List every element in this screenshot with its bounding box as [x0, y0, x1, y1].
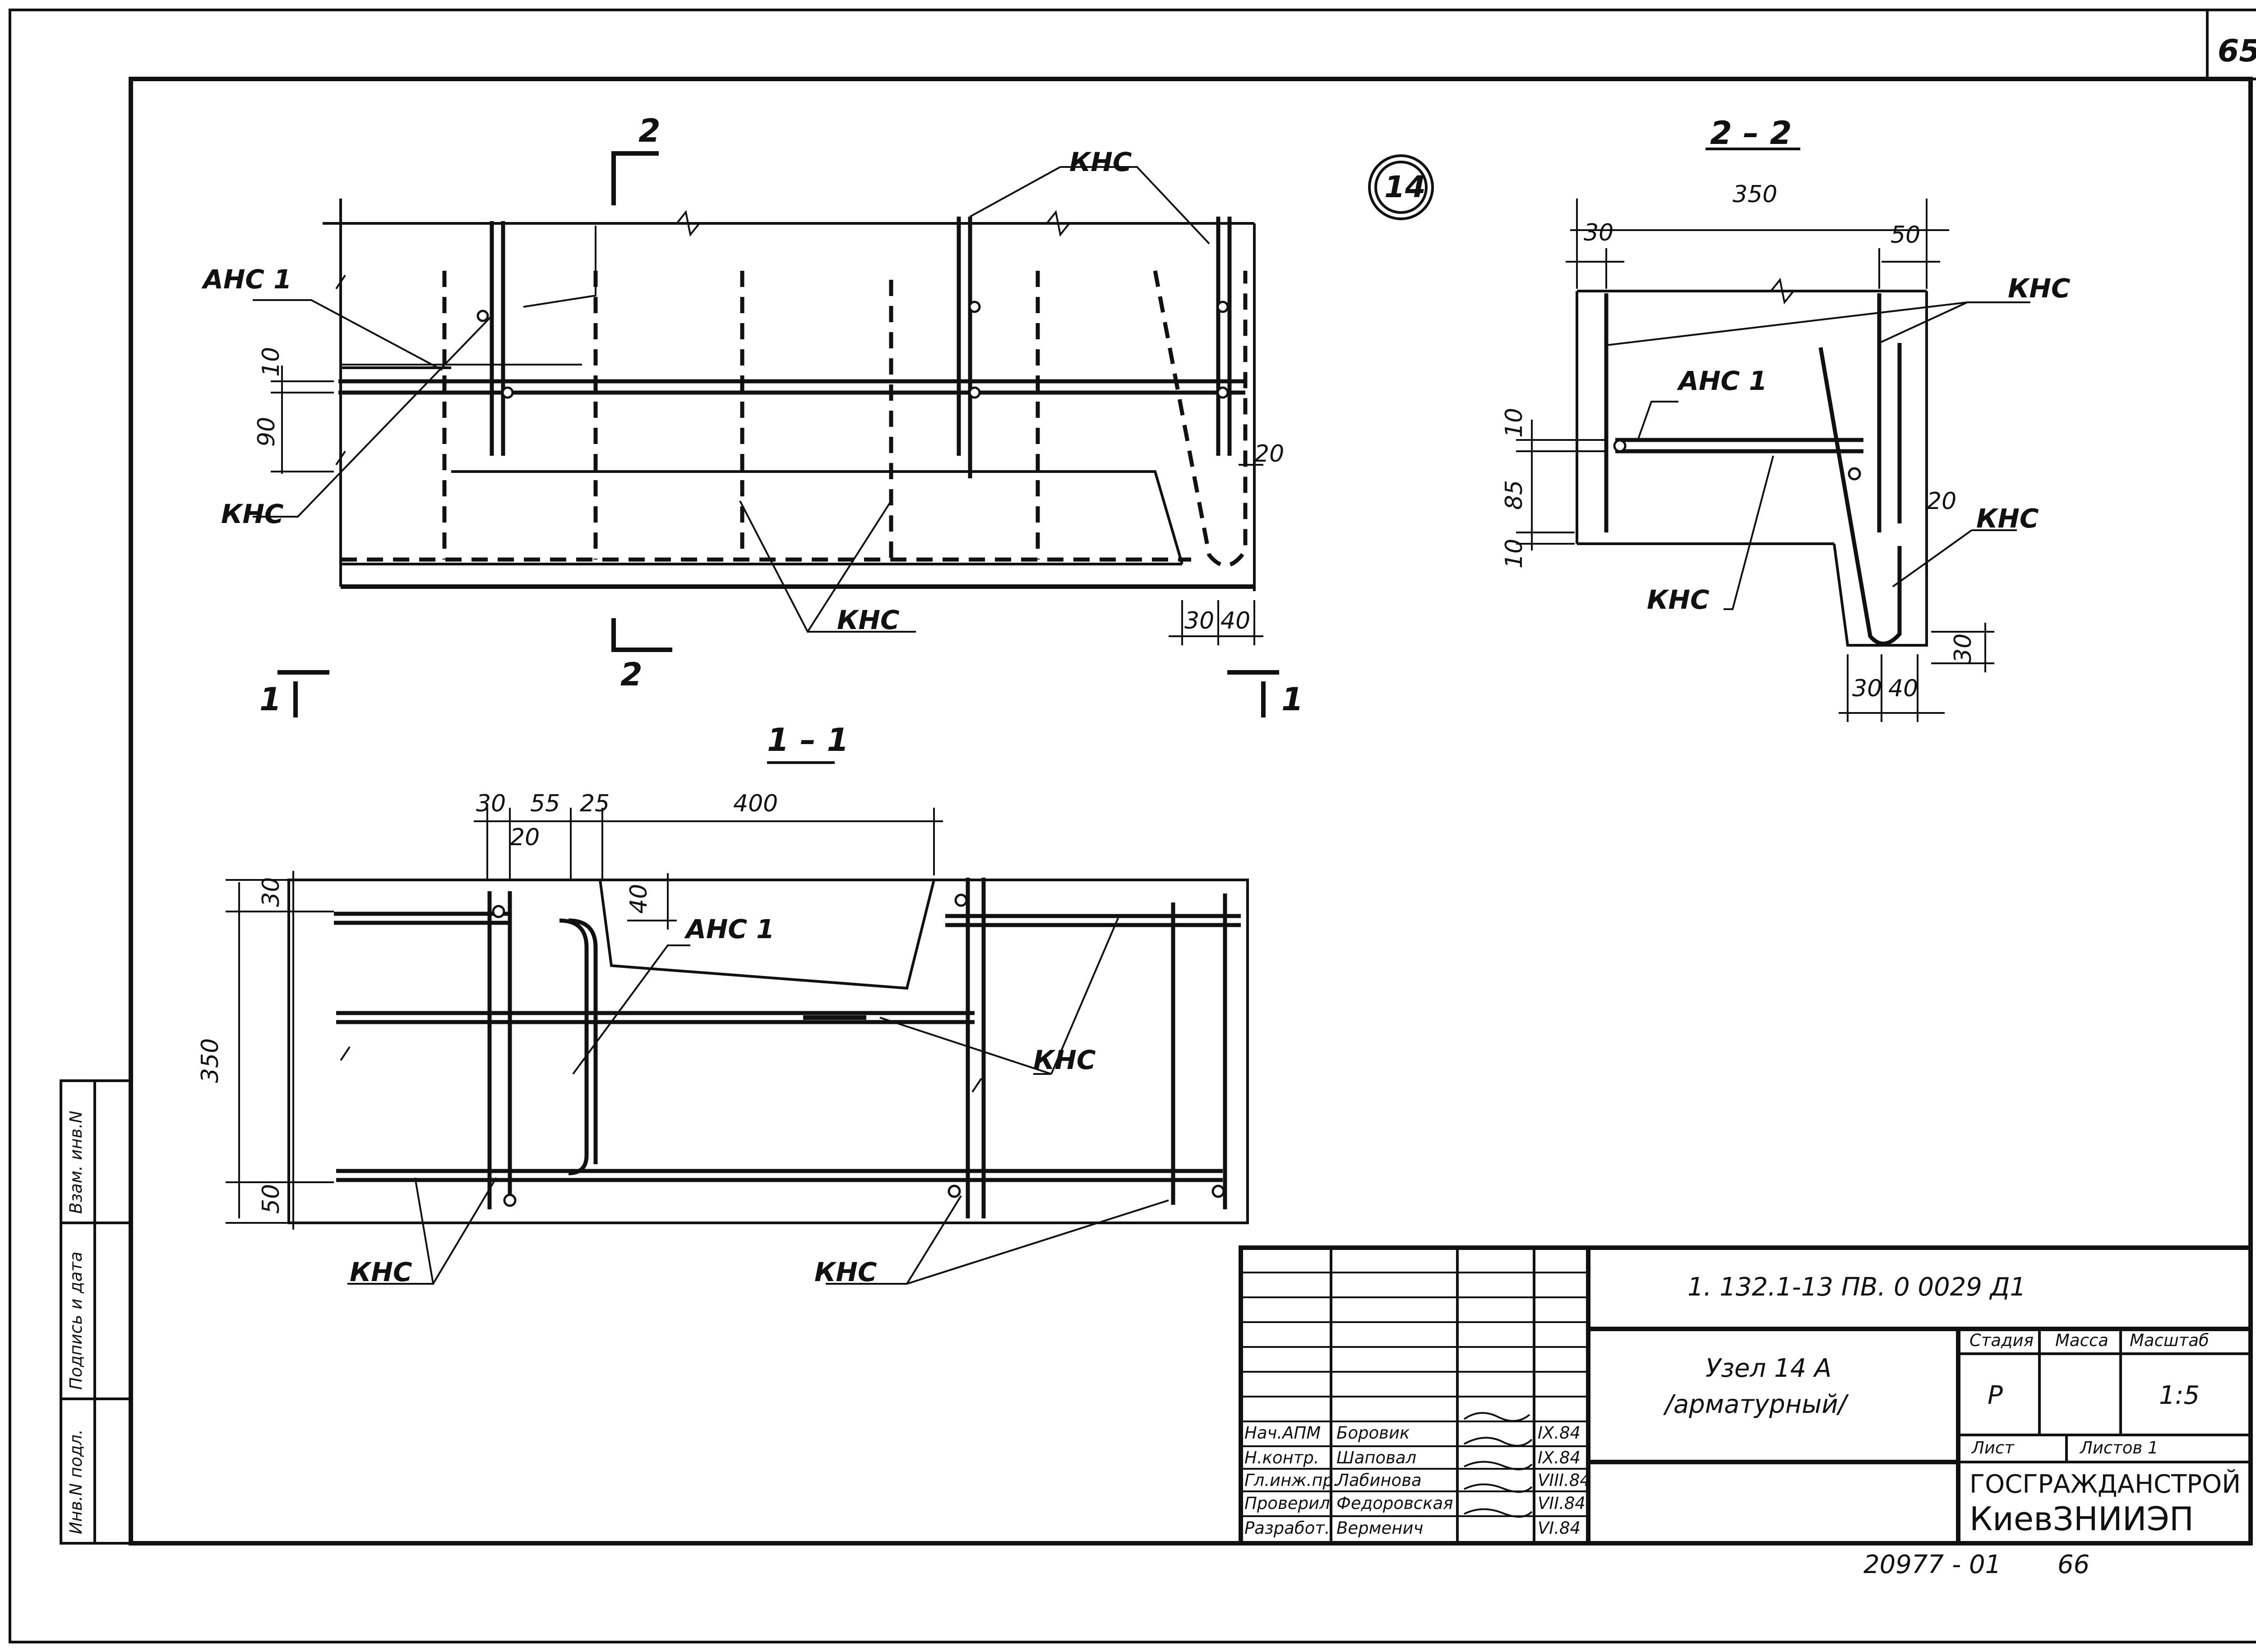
side-stamp-lines: [60, 1079, 132, 1545]
stamp-vzam: Взам. инв.N: [66, 1111, 86, 1214]
section-mark-1-left: 1: [259, 681, 282, 718]
label-kns-top-left: КНС: [221, 499, 284, 529]
title-block-lines: [1239, 1245, 2253, 1546]
dim-22-40-bottom: 40: [1888, 675, 1919, 702]
dim-top-20: 20: [1254, 440, 1285, 467]
drawing-frame: [129, 77, 2253, 1546]
label-kns-22-right: КНС: [1976, 503, 2039, 534]
stamp-podpis: Подпись и дата: [66, 1251, 86, 1390]
dim-22-20: 20: [1927, 488, 1957, 515]
node-marker-circle: [1368, 154, 1434, 220]
section-mark-2-bottom: 2: [620, 656, 643, 693]
sheet-label: Лист: [1972, 1438, 2014, 1458]
label-kns-top-bottom: КНС: [837, 605, 900, 635]
stage-value: Р: [1988, 1381, 2003, 1410]
dim-22-30: 30: [1584, 219, 1614, 246]
section-1-1-view: [226, 761, 1249, 1285]
label-kns-top-right: КНС: [1069, 147, 1132, 177]
section-mark-1-right: 1: [1281, 681, 1304, 718]
top-view: [253, 151, 1279, 717]
date-2: VIII.84: [1538, 1471, 1590, 1490]
date-1: IX.84: [1538, 1448, 1581, 1467]
label-ans1-top: АНС 1: [203, 264, 292, 295]
name-1: Шаповал: [1336, 1448, 1417, 1467]
label-ans1-11: АНС 1: [686, 914, 775, 944]
node-title: Узел 14 А: [1706, 1354, 1832, 1383]
section-1-1-title: 1 – 1: [767, 722, 849, 759]
dim-11-350: 350: [197, 1038, 224, 1083]
org-name-1: ГОСГРАЖДАНСТРОЙ: [1969, 1470, 2241, 1499]
section-mark-2-top: 2: [638, 112, 661, 149]
name-3: Федоровская: [1336, 1494, 1453, 1513]
dim-11-30-left: 30: [258, 877, 285, 907]
role-1: Н.контр.: [1244, 1448, 1319, 1467]
dim-22-10b: 10: [1501, 538, 1528, 569]
dim-top-30: 30: [1184, 607, 1215, 634]
sheets-label: Листов 1: [2080, 1438, 2159, 1458]
date-3: VII.84: [1538, 1494, 1586, 1513]
dim-22-10a: 10: [1501, 407, 1528, 438]
dim-top-40: 40: [1220, 607, 1251, 634]
scale-header: Масштаб: [2130, 1331, 2209, 1350]
dim-11-50: 50: [258, 1184, 285, 1214]
dim-22-85: 85: [1501, 480, 1528, 510]
label-kns-22-left: КНС: [1647, 584, 1710, 615]
dim-top-10: 10: [258, 347, 285, 377]
name-2: Лабинова: [1336, 1471, 1422, 1490]
dim-11-400: 400: [733, 790, 778, 817]
stamp-inv-podl: Инв.N подл.: [66, 1429, 86, 1534]
role-4: Разработ.: [1244, 1518, 1330, 1538]
name-0: Боровик: [1336, 1423, 1410, 1443]
footer-code: 20977 - 01: [1863, 1550, 2002, 1579]
label-ans1-22: АНС 1: [1678, 366, 1767, 396]
dim-11-25: 25: [580, 790, 610, 817]
date-4: VI.84: [1538, 1518, 1581, 1538]
dim-11-20: 20: [510, 824, 540, 851]
dim-top-90: 90: [253, 416, 280, 447]
node-subtitle: /арматурный/: [1665, 1390, 1847, 1419]
label-kns-22-top: КНС: [2008, 273, 2071, 304]
label-kns-11-right: КНС: [1033, 1045, 1096, 1075]
name-4: Верменич: [1336, 1518, 1424, 1538]
page-number: 65: [2218, 33, 2256, 69]
footer-page: 66: [2057, 1550, 2090, 1579]
dim-22-30-bottom: 30: [1852, 675, 1882, 702]
dim-22-30-right: 30: [1950, 633, 1977, 663]
dim-11-55: 55: [530, 790, 560, 817]
dim-22-350: 350: [1733, 181, 1778, 208]
date-0: IX.84: [1538, 1423, 1581, 1443]
stage-header: Стадия: [1969, 1331, 2034, 1350]
dim-11-30: 30: [476, 790, 506, 817]
section-2-2-view: [1516, 148, 2030, 722]
section-2-2-title: 2 – 2: [1710, 115, 1792, 152]
node-marker: 14: [1384, 170, 1426, 204]
mass-header: Масса: [2055, 1331, 2108, 1350]
role-3: Проверил: [1244, 1494, 1330, 1513]
label-kns-11-bottom-right: КНС: [814, 1257, 877, 1287]
scale-value: 1:5: [2159, 1381, 2200, 1410]
label-kns-11-bottom-left: КНС: [350, 1257, 412, 1287]
role-2: Гл.инж.пр.: [1244, 1471, 1339, 1490]
dim-11-40: 40: [625, 884, 652, 914]
dim-22-50: 50: [1891, 222, 1921, 249]
role-0: Нач.АПМ: [1244, 1423, 1321, 1443]
document-code: 1. 132.1-13 ПВ. 0 0029 Д1: [1687, 1273, 2026, 1302]
org-name-2: КиевЗНИИЭП: [1969, 1500, 2194, 1538]
